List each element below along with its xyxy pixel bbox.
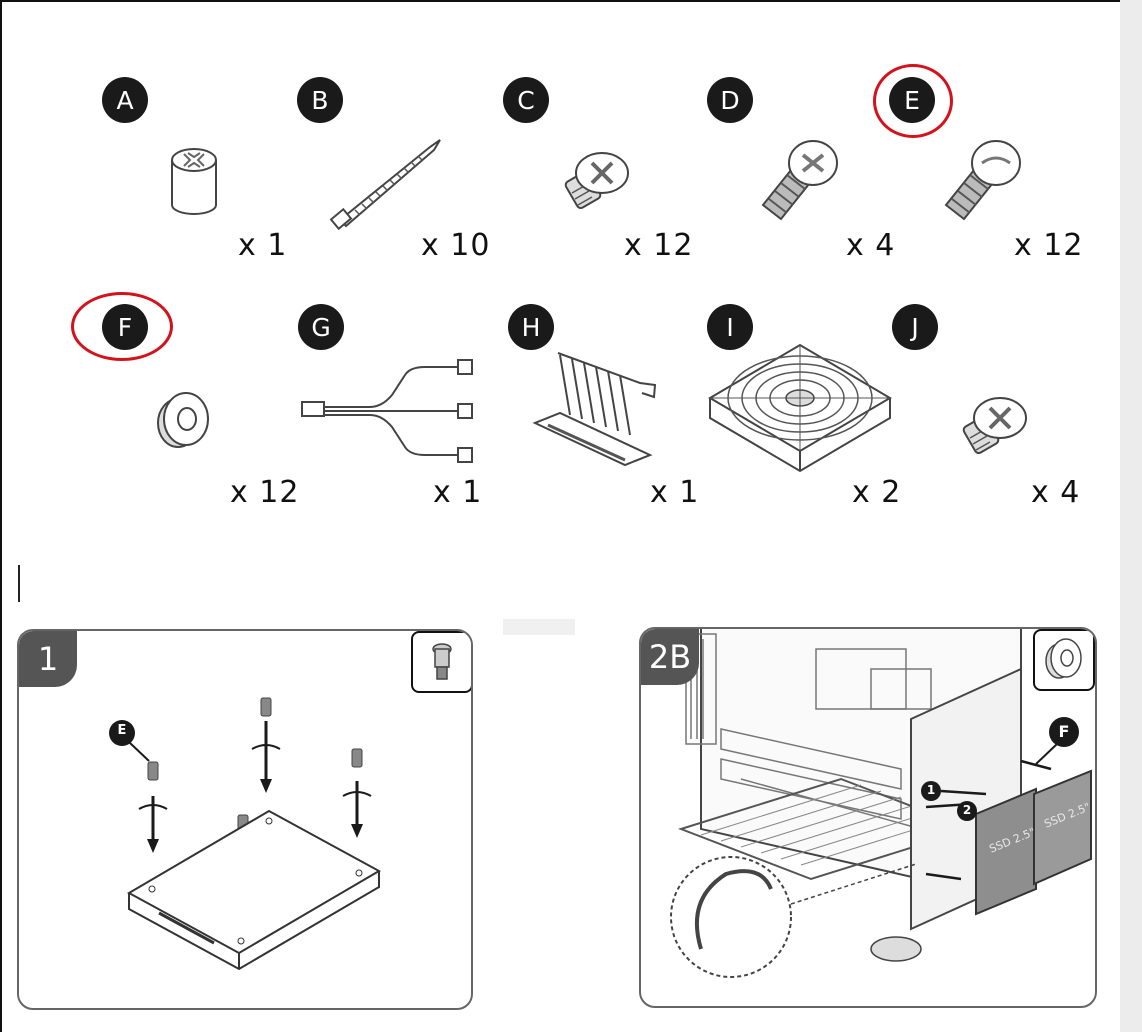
spacer-nut-icon: [171, 148, 217, 215]
page-scrollbar[interactable]: [1120, 0, 1142, 1032]
fan-splitter-cable-icon: [301, 359, 473, 463]
screw-icon: [564, 152, 629, 210]
part-qty-h: x 1: [650, 475, 700, 510]
part-qty-e: x 12: [1014, 228, 1084, 263]
cable-tie-icon: [330, 139, 441, 231]
step-1-callout-letter: E: [117, 723, 127, 738]
step-2b-panel: 2B F 1 2 SSD 2.5" SSD 2.5": [639, 627, 1097, 1008]
divider-mark: [18, 565, 20, 602]
part-letter-c: C: [503, 77, 549, 123]
frame-left-edge: [0, 0, 2, 1032]
thumb-screw-icon: [761, 140, 838, 221]
thumb-screw-icon: [944, 140, 1021, 221]
part-letter-g: G: [298, 304, 344, 350]
part-letter-b: B: [297, 77, 343, 123]
step-1-label: 1: [19, 631, 77, 687]
grommet-icon: [157, 392, 209, 448]
part-qty-d: x 4: [846, 228, 896, 263]
part-qty-b: x 10: [421, 228, 491, 263]
step-1-part-thumbnail: [411, 631, 471, 693]
step-1-panel: 1: [17, 629, 473, 1010]
part-qty-f: x 12: [230, 475, 300, 510]
pcie-riser-icon: [532, 352, 657, 467]
screw-icon: [962, 397, 1027, 455]
part-qty-c: x 12: [624, 228, 694, 263]
part-qty-j: x 4: [1031, 475, 1081, 510]
highlight-circle-f: [71, 292, 173, 361]
part-letter-a: A: [102, 77, 148, 123]
part-letter-j: J: [892, 304, 938, 350]
frame-top-edge: [0, 0, 1142, 2]
thumb-screw-icon: [432, 643, 452, 680]
grommet-icon: [1045, 638, 1082, 679]
step-2b-callout-letter: F: [1058, 722, 1070, 741]
highlight-circle-e: [873, 64, 953, 138]
part-letter-h: H: [508, 304, 554, 350]
step-2b-number-2: 2: [962, 803, 972, 817]
part-qty-i: x 2: [852, 475, 902, 510]
step-2b-number-1: 1: [926, 783, 936, 797]
part-letter-d: D: [707, 77, 753, 123]
step-2b-part-thumbnail: [1033, 629, 1095, 691]
placeholder-bar: [503, 619, 575, 635]
step-2b-label: 2B: [641, 629, 699, 685]
part-qty-a: x 1: [238, 228, 288, 263]
part-qty-g: x 1: [433, 475, 483, 510]
part-letter-i: I: [707, 304, 753, 350]
ssd-install-illustration: [109, 697, 382, 971]
case-fan-icon: [708, 343, 892, 473]
case-install-illustration: [670, 629, 1092, 978]
